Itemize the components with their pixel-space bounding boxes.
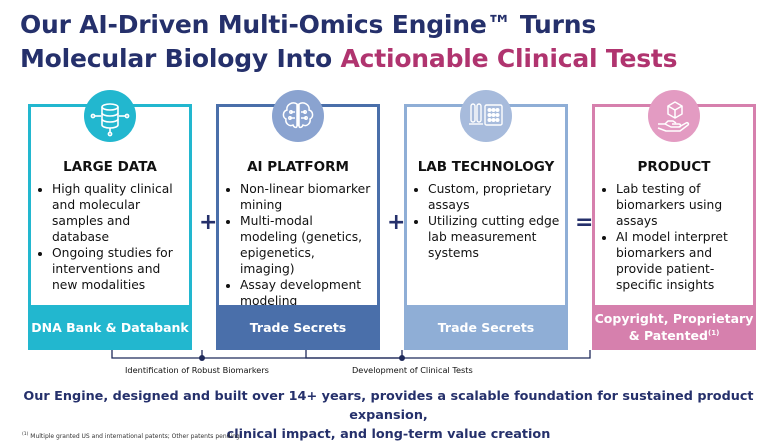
footnote: (1) Multiple granted US and internationa… [22, 432, 240, 440]
title-accent-text: Actionable Clinical Tests [340, 44, 678, 73]
page-title: Our AI-Driven Multi-Omics Engine™ Turns … [20, 8, 765, 76]
summary-line-2: clinical impact, and long-term value cre… [226, 427, 551, 442]
plus-operator: + [387, 210, 406, 235]
list-item: Custom, proprietary assays [428, 181, 561, 213]
footer-line-2: & Patented(1) [628, 326, 720, 344]
footer-line-1: Copyright, Proprietary [594, 311, 754, 327]
list-item: Lab testing of biomarkers using assays [616, 181, 749, 229]
list-item: Non-linear biomarker mining [240, 181, 373, 213]
equals-operator: = [575, 210, 594, 235]
card-title: PRODUCT [637, 159, 711, 175]
footer-line-2-text: & Patented [628, 328, 708, 344]
bullet-list: High quality clinical and molecular samp… [31, 181, 189, 293]
card-large-data: LARGE DATA High quality clinical and mol… [28, 90, 192, 350]
brain-circuit-icon [272, 90, 324, 142]
title-line-1: Our AI-Driven Multi-Omics Engine™ Turns [20, 10, 597, 39]
card-footer: Trade Secrets [216, 305, 380, 350]
card-product: PRODUCT Lab testing of biomarkers using … [592, 90, 756, 350]
card-title: LARGE DATA [63, 159, 157, 175]
bullet-list: Custom, proprietary assays Utilizing cut… [407, 181, 565, 261]
title-line-2-text: Molecular Biology Into [20, 44, 341, 73]
list-item: Multi-modal modeling (genetics, epigenet… [240, 213, 373, 277]
card-ai-platform: AI PLATFORM Non-linear biomarker mining … [216, 90, 380, 350]
summary-line-1: Our Engine, designed and built over 14+ … [23, 389, 754, 423]
bracket-node [399, 355, 405, 361]
bracket-label-left: Identification of Robust Biomarkers [125, 365, 269, 375]
card-title: AI PLATFORM [247, 159, 349, 175]
footnote-marker: (1) [708, 329, 720, 338]
list-item: Assay development modeling [240, 277, 373, 309]
bullet-list: Lab testing of biomarkers using assays A… [595, 181, 753, 293]
hand-box-icon [648, 90, 700, 142]
footnote-text: Multiple granted US and international pa… [28, 433, 240, 440]
bracket-lines [111, 350, 591, 361]
lab-tubes-plate-icon [460, 90, 512, 142]
bracket-label-right: Development of Clinical Tests [352, 365, 473, 375]
bullet-list: Non-linear biomarker mining Multi-modal … [219, 181, 377, 309]
list-item: Utilizing cutting edge lab measurement s… [428, 213, 561, 261]
card-footer: DNA Bank & Databank [28, 305, 192, 350]
footnote-marker: (1) [22, 432, 29, 437]
database-icon [84, 90, 136, 142]
plus-operator: + [199, 210, 218, 235]
card-footer: Trade Secrets [404, 305, 568, 350]
list-item: Ongoing studies for interventions and ne… [52, 245, 185, 293]
card-footer: Copyright, Proprietary & Patented(1) [592, 305, 756, 350]
bracket-node [199, 355, 205, 361]
list-item: AI model interpret biomarkers and provid… [616, 229, 749, 293]
list-item: High quality clinical and molecular samp… [52, 181, 185, 245]
summary-text: Our Engine, designed and built over 14+ … [10, 387, 767, 444]
card-title: LAB TECHNOLOGY [417, 159, 555, 175]
title-line-2: Molecular Biology Into Actionable Clinic… [20, 42, 765, 76]
card-lab-technology: LAB TECHNOLOGY Custom, proprietary assay… [404, 90, 568, 350]
